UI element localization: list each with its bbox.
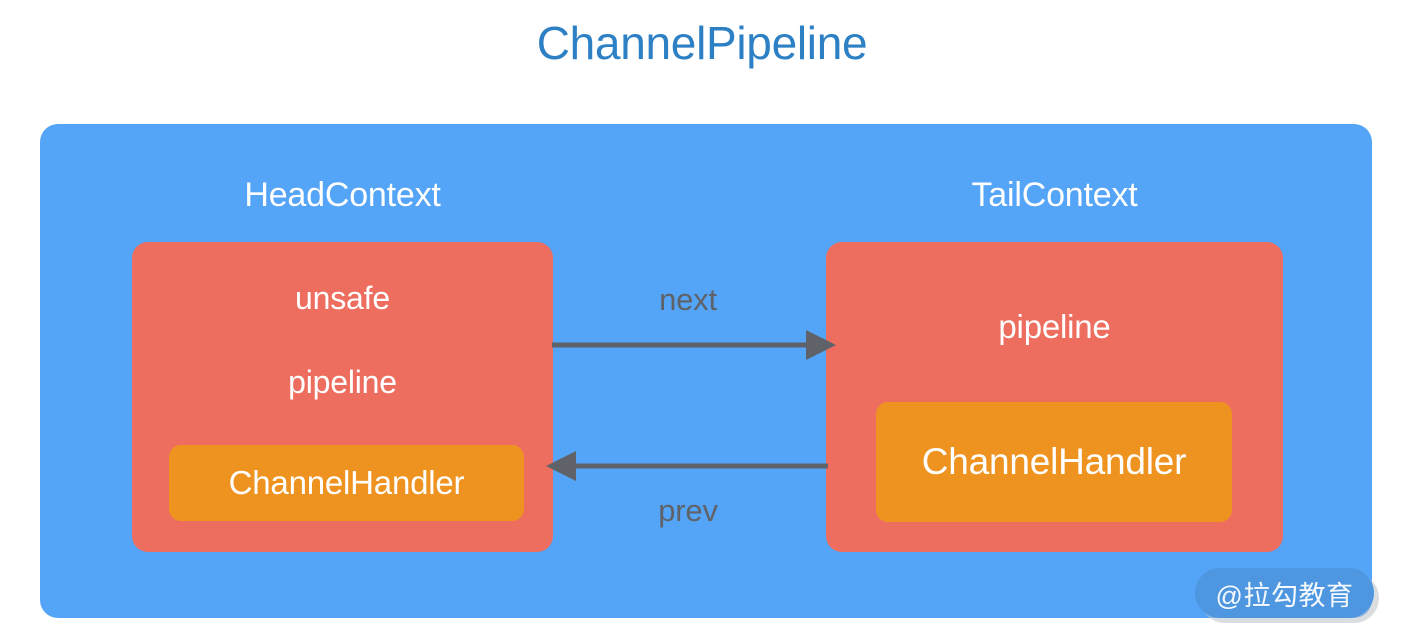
prev-arrow-icon — [546, 451, 828, 481]
head-channel-handler-label: ChannelHandler — [228, 464, 465, 501]
head-context-label: HeadContext — [244, 176, 441, 214]
watermark-text: @拉勾教育 — [1215, 580, 1354, 611]
tail-channel-handler-box[interactable]: ChannelHandler — [876, 402, 1232, 522]
next-arrow-icon — [552, 330, 836, 360]
watermark-badge: @拉勾教育 — [1195, 568, 1374, 618]
tail-channel-handler-label: ChannelHandler — [921, 441, 1187, 482]
head-channel-handler-box[interactable]: ChannelHandler — [169, 445, 524, 521]
tail-context-field-pipeline: pipeline — [998, 308, 1111, 345]
head-context-field-unsafe: unsafe — [295, 280, 390, 316]
context-link-arrows — [546, 330, 836, 481]
next-arrow-label: next — [659, 282, 717, 317]
prev-arrow-label: prev — [658, 493, 718, 528]
head-context-field-pipeline: pipeline — [288, 364, 397, 400]
page-title: ChannelPipeline — [536, 17, 868, 69]
tail-context-label: TailContext — [971, 176, 1138, 214]
